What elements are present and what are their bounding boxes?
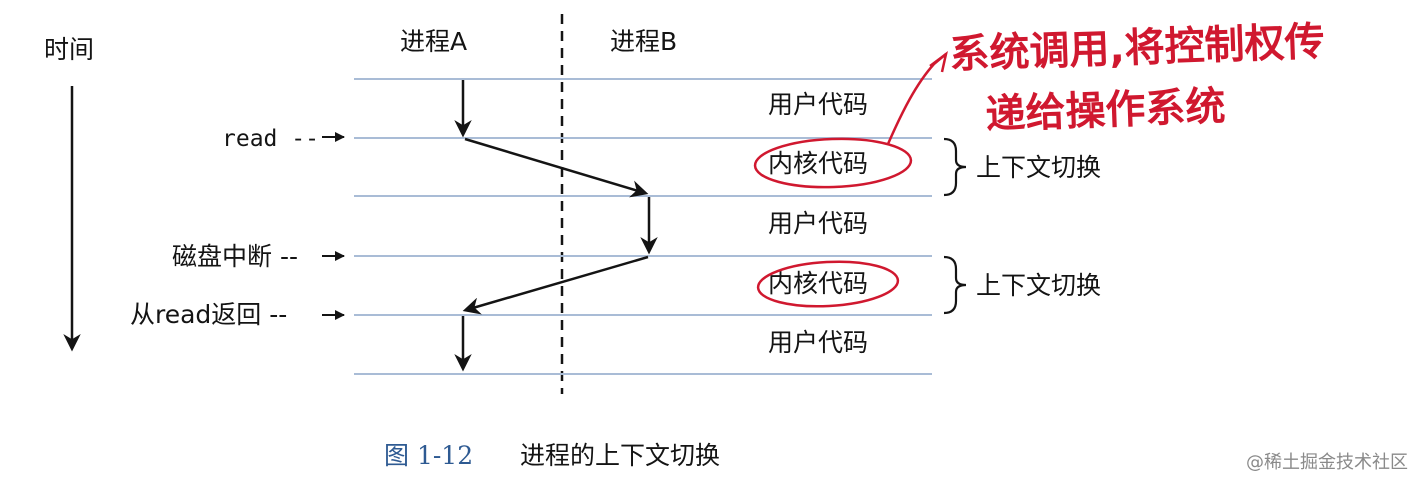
caption-title: 进程的上下文切换 — [520, 441, 720, 470]
time-axis-label: 时间 — [44, 35, 94, 64]
context-switch-brace-2 — [943, 255, 967, 315]
caption-figure-number: 图 1-12 — [384, 441, 473, 470]
annotation-circle-kernel-code-2 — [756, 260, 900, 308]
annotation-pointer-hook — [929, 50, 948, 73]
annotation-circle-kernel-code-1 — [753, 137, 913, 189]
annotation-pointer-line — [886, 53, 947, 145]
flow-arrow-switch-a-to-b — [464, 137, 649, 198]
event-read-label: read -- — [222, 126, 319, 152]
watermark-text: @稀土掘金技术社区 — [1246, 452, 1408, 473]
flow-arrow-switch-b-to-a — [462, 255, 649, 315]
process-b-header: 进程B — [610, 27, 677, 56]
annotation-text-line-2: 递给操作系统 — [985, 84, 1226, 138]
context-switch-label-2: 上下文切换 — [976, 271, 1101, 300]
annotation-text-line-1: 系统调用,将控制权传 — [949, 19, 1326, 78]
event-return-from-read-label: 从read返回 -- — [130, 300, 287, 329]
phase-kernel-code-1: 内核代码 — [768, 149, 868, 178]
phase-user-code-1: 用户代码 — [768, 90, 868, 119]
phase-user-code-2: 用户代码 — [768, 209, 868, 238]
context-switch-brace-1 — [943, 137, 967, 197]
phase-kernel-code-2: 内核代码 — [768, 269, 868, 298]
context-switch-label-1: 上下文切换 — [976, 153, 1101, 182]
phase-user-code-3: 用户代码 — [768, 328, 868, 357]
event-disk-interrupt-label: 磁盘中断 -- — [172, 242, 298, 271]
process-a-header: 进程A — [400, 27, 467, 56]
